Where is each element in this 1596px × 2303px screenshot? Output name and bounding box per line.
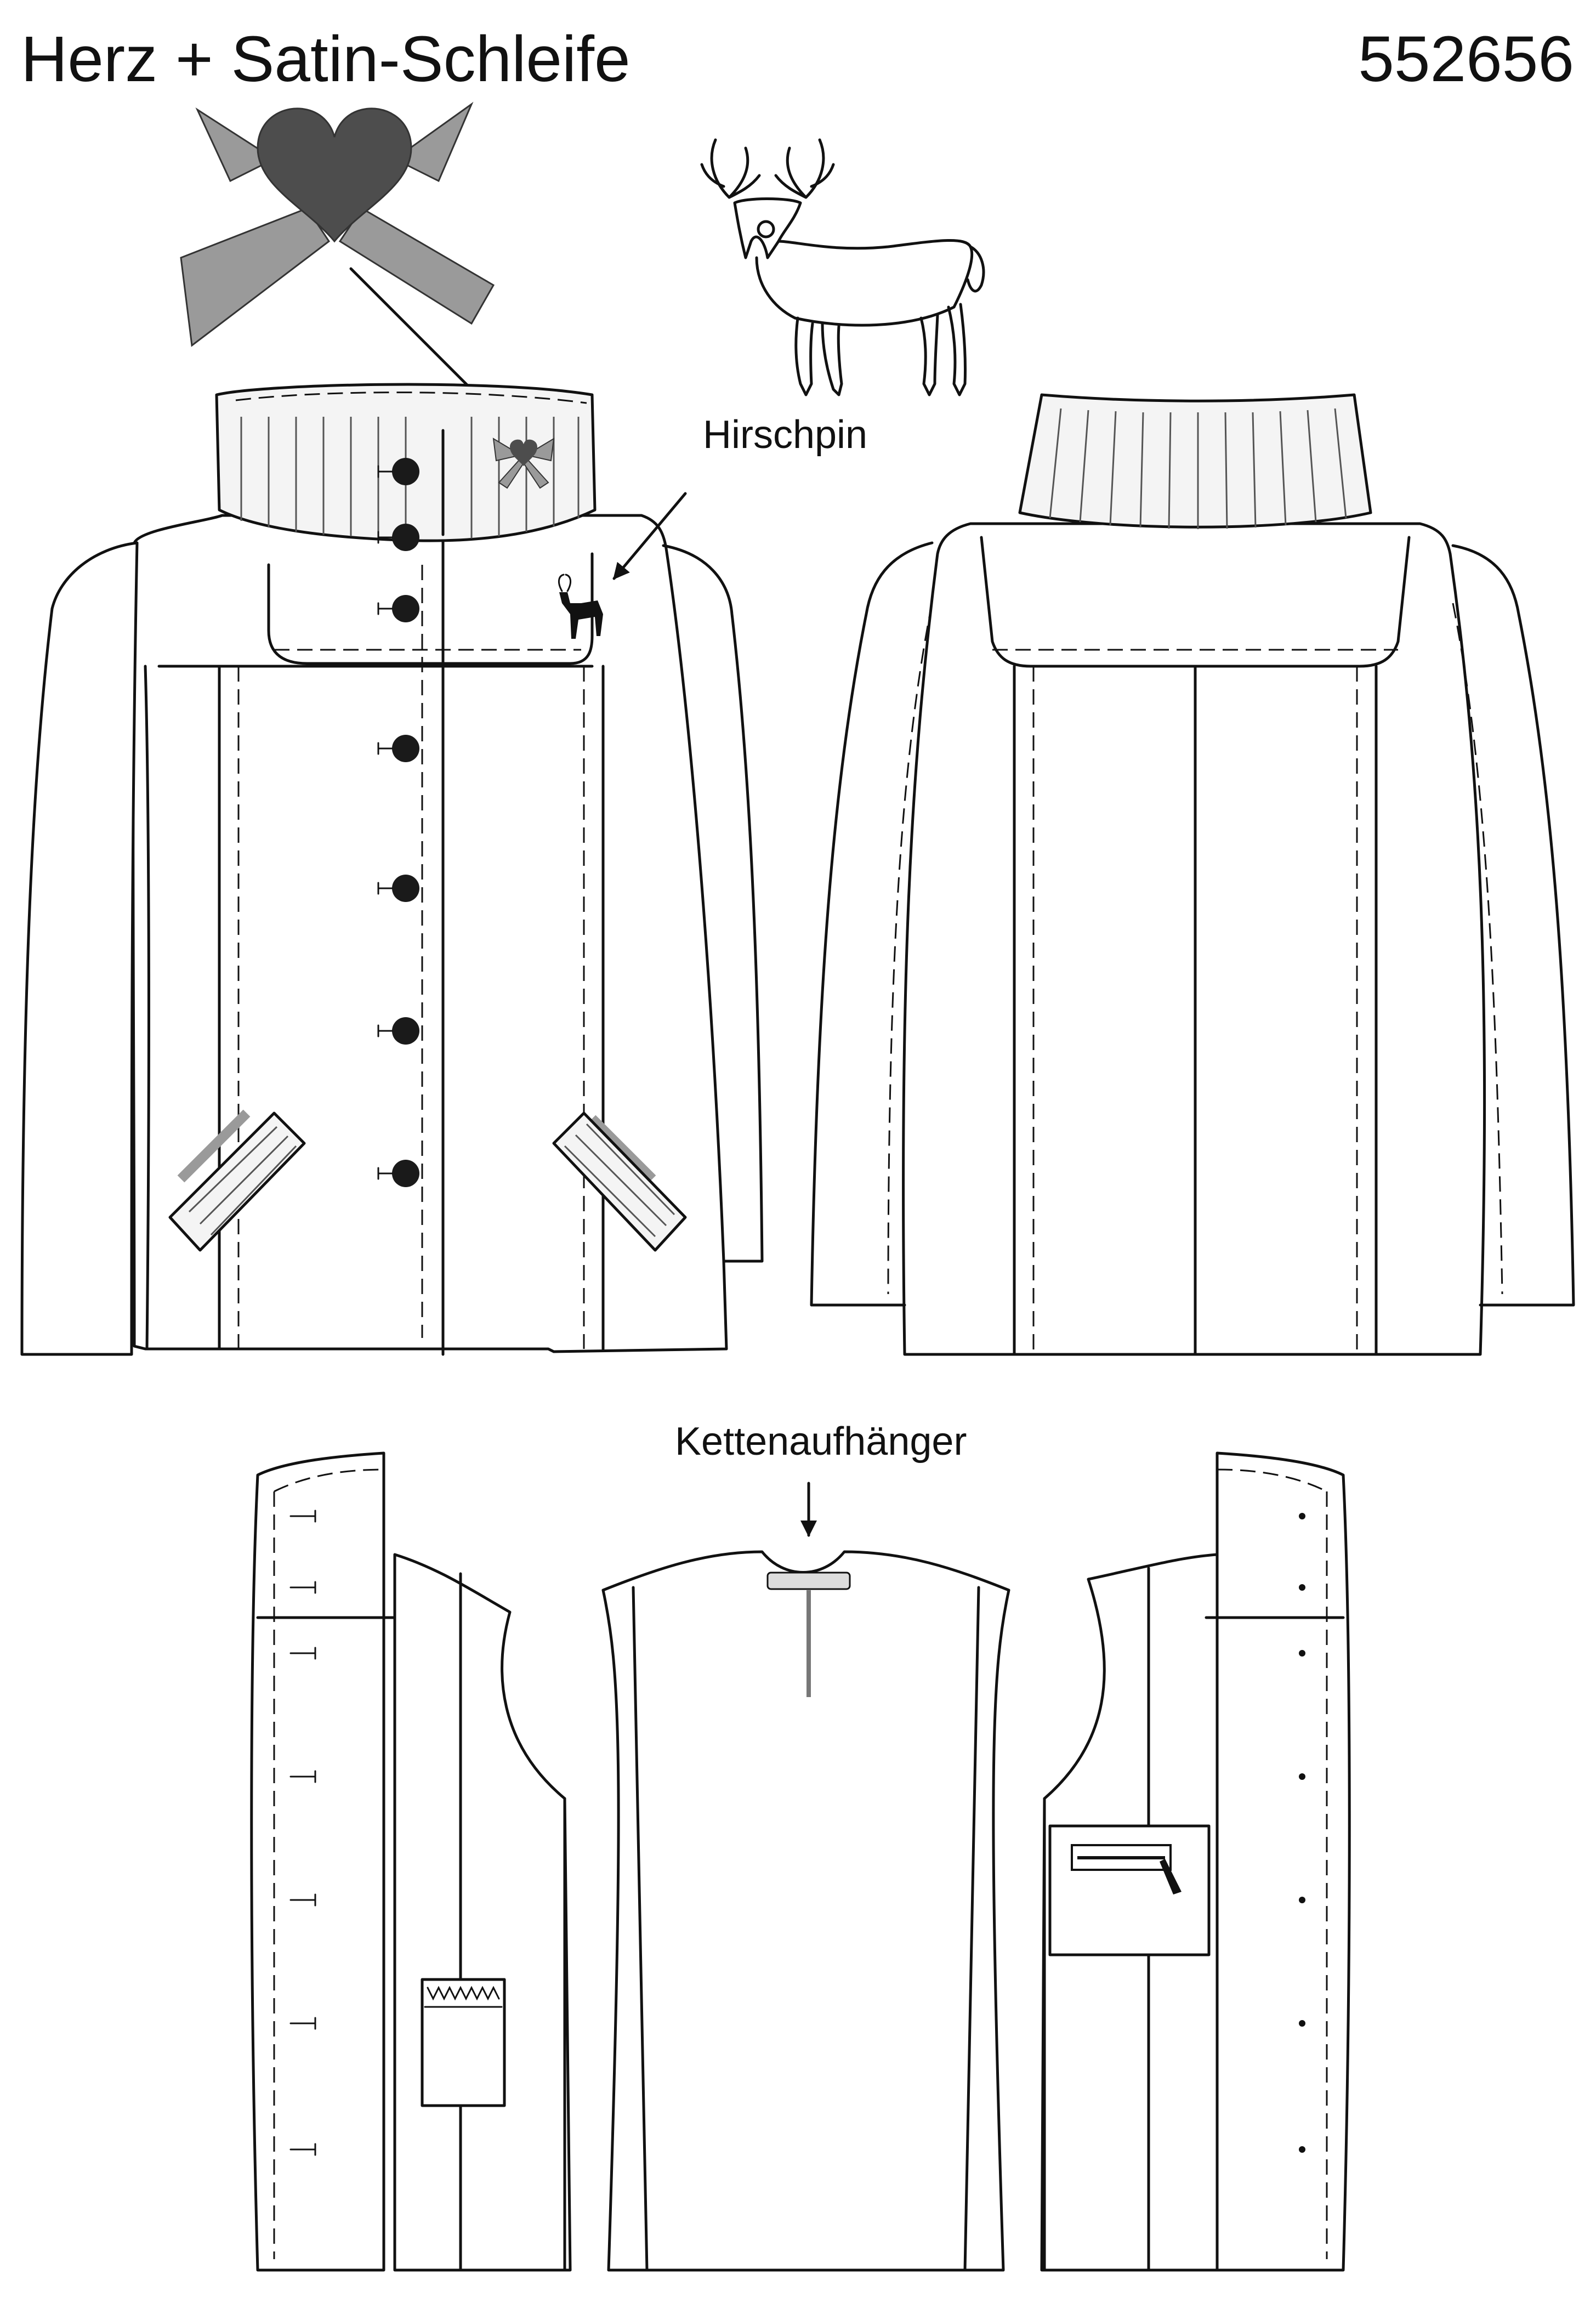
button-icon: [392, 1017, 419, 1045]
button-icon: [392, 735, 419, 762]
back-view: [810, 393, 1575, 1356]
button-icon: [392, 458, 419, 485]
article-number: 552656: [1358, 23, 1574, 95]
heart-bow-icon: [180, 101, 495, 347]
inner-slip-pocket-icon: [421, 1978, 506, 2107]
zip-pocket-icon: [1048, 1824, 1211, 1956]
collar-bow-icon: [492, 438, 555, 489]
pin-arrow-icon: [612, 492, 687, 580]
button-icon: [392, 595, 419, 622]
pin-callout-label: Hirschpin: [703, 413, 868, 457]
button-icon: [392, 875, 419, 902]
back-collar-ribbing: [1049, 408, 1347, 529]
right-facing-buttons: [1299, 1513, 1305, 2153]
button-icon: [392, 1160, 419, 1187]
deer-icon: [700, 138, 985, 396]
inside-view: [250, 1451, 1351, 2272]
button-icon: [392, 524, 419, 551]
buttonholes: [377, 465, 393, 1180]
collar-ribbing: [240, 417, 580, 538]
front-view: [20, 383, 764, 1356]
pocket-flap-left: [168, 1109, 306, 1252]
chain-loop-callout-label: Kettenaufhänger: [675, 1420, 967, 1464]
pocket-flap-right: [552, 1111, 687, 1252]
drawing-title: Herz + Satin-Schleife: [21, 23, 631, 95]
left-facing-buttonholes: [289, 1510, 316, 2156]
brand-label-icon: [766, 1572, 851, 1697]
deer-pin-icon: [558, 574, 603, 639]
front-buttons: [392, 458, 419, 1187]
